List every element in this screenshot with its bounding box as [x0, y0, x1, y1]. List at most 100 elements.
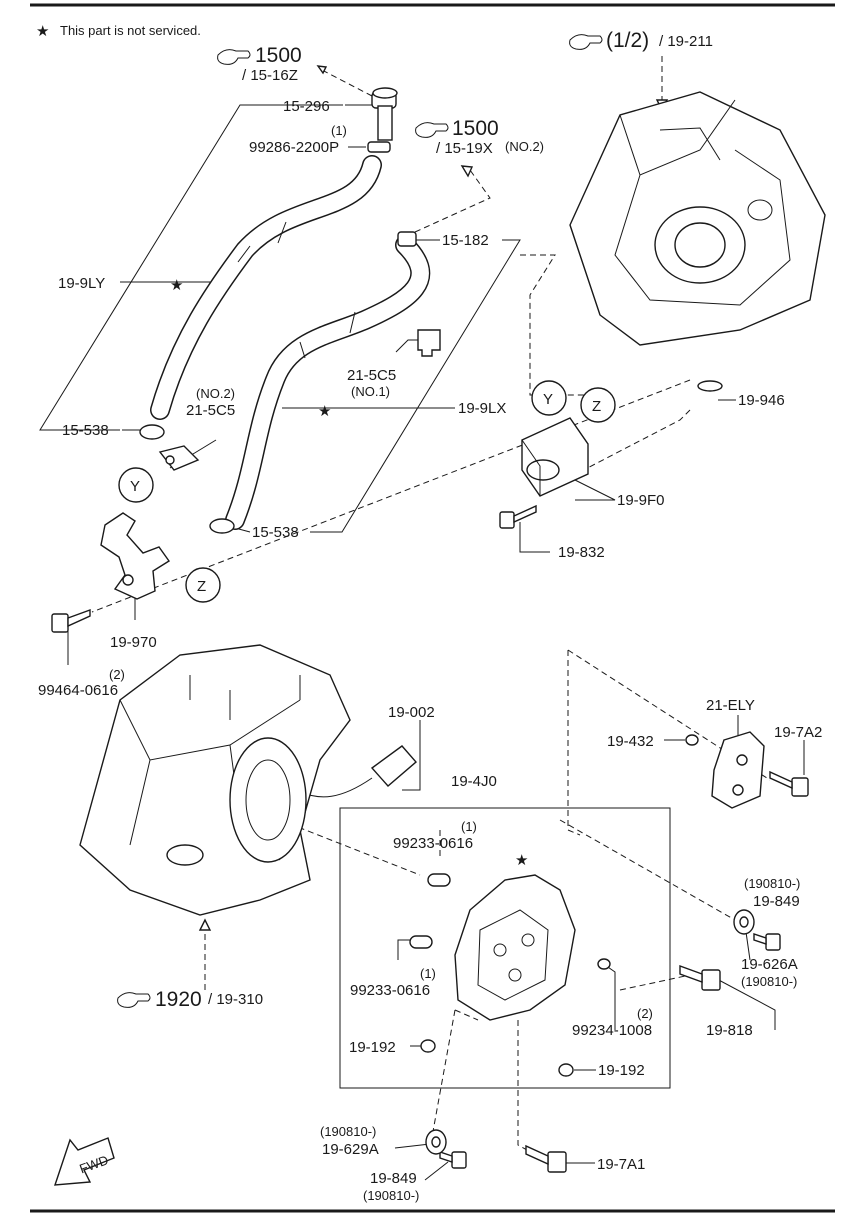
label-19-002[interactable]: 19-002	[388, 704, 435, 721]
label-19-818[interactable]: 19-818	[706, 1022, 753, 1039]
marker-y-label: Y	[130, 478, 140, 495]
label-15-296[interactable]: 15-296	[283, 98, 330, 115]
label-19-626a[interactable]: 19-626A	[741, 956, 798, 973]
side-cover-19-4j0[interactable]	[454, 874, 576, 1021]
label-190810-c: (190810-)	[320, 1124, 376, 1139]
label-99464-0616[interactable]: 99464-0616	[38, 682, 118, 699]
label-99286-2200p[interactable]: 99286-2200P	[249, 139, 339, 156]
o-ring-19-946[interactable]	[697, 380, 723, 392]
ref-sub: / 15-19X	[436, 140, 493, 157]
ref-main: 1500	[255, 44, 302, 67]
label-21-5c5-no1-note: (NO.1)	[351, 384, 390, 399]
label-19-432[interactable]: 19-432	[607, 733, 654, 750]
plug-19-192-a[interactable]	[420, 1039, 436, 1053]
label-19-9lx[interactable]: 19-9LX	[458, 400, 506, 417]
bolt-19-849-b[interactable]	[439, 1151, 467, 1169]
hose-clip-21-5c5-no2[interactable]	[158, 445, 200, 471]
bolt-19-7a2[interactable]	[769, 770, 809, 797]
ref-sub: / 15-16Z	[242, 67, 298, 84]
dowel-99233-a[interactable]	[427, 873, 451, 887]
washer-19-626a[interactable]	[733, 909, 755, 935]
label-190810-a: (190810-)	[744, 876, 800, 891]
bracket-21-ely[interactable]	[711, 731, 765, 809]
star-icon: ★	[170, 277, 183, 294]
label-19-7a1[interactable]: 19-7A1	[597, 1156, 645, 1173]
label-190810-b: (190810-)	[741, 974, 797, 989]
label-19-192-a[interactable]: 19-192	[349, 1039, 396, 1056]
label-99233-0616-a[interactable]: 99233-0616	[393, 835, 473, 852]
pointing-hand-icon	[217, 49, 251, 65]
label-99234-1008[interactable]: 99234-1008	[572, 1022, 652, 1039]
label-99233-0616-b[interactable]: 99233-0616	[350, 982, 430, 999]
label-21-5c5-no2[interactable]: 21-5C5	[186, 402, 235, 419]
label-190810-d: (190810-)	[363, 1188, 419, 1203]
legend-star-icon: ★	[36, 23, 49, 40]
bolt-19-818[interactable]	[679, 965, 721, 991]
breather-cap-15-296[interactable]	[371, 87, 398, 141]
bracket-19-970[interactable]	[100, 512, 171, 600]
label-19-946[interactable]: 19-946	[738, 392, 785, 409]
label-19-849-b[interactable]: 19-849	[370, 1170, 417, 1187]
label-19-9f0[interactable]: 19-9F0	[617, 492, 665, 509]
label-99233-b-qty: (1)	[420, 966, 436, 981]
bolt-19-832[interactable]	[499, 504, 537, 529]
label-15-538-b[interactable]: 15-538	[252, 524, 299, 541]
star-icon: ★	[318, 403, 331, 420]
ref-1500-a[interactable]: 1500 / 15-16Z	[217, 44, 302, 84]
legend-text: This part is not serviced.	[60, 23, 201, 38]
hose-clamp-15-182[interactable]	[397, 231, 417, 247]
clamp-15-538-a[interactable]	[139, 424, 165, 440]
bolt-19-849-a[interactable]	[753, 933, 781, 951]
solenoid-19-9f0[interactable]	[521, 417, 589, 497]
vent-hose-19-9lx[interactable]	[225, 235, 431, 530]
ref-1500-b[interactable]: 1500 / 15-19X (NO.2)	[415, 117, 544, 157]
hose-clip-21-5c5-no1[interactable]	[417, 329, 441, 357]
dowel-99234[interactable]	[597, 958, 611, 970]
label-19-849-a[interactable]: 19-849	[753, 893, 800, 910]
dowel-99233-b[interactable]	[409, 935, 433, 949]
plug-19-192-b[interactable]	[558, 1063, 574, 1077]
bolt-99464[interactable]	[51, 609, 91, 633]
label-21-5c5-no1[interactable]: 21-5C5	[347, 367, 396, 384]
assembly-box-19-4j0	[339, 807, 671, 1089]
label-19-4j0[interactable]: 19-4J0	[451, 773, 497, 790]
o-ring-19-432[interactable]	[685, 734, 699, 746]
ref-main: (1/2)	[606, 29, 649, 52]
label-19-192-b[interactable]: 19-192	[598, 1062, 645, 1079]
label-19-832[interactable]: 19-832	[558, 544, 605, 561]
label-19-970[interactable]: 19-970	[110, 634, 157, 651]
label-99286-qty: (1)	[331, 123, 347, 138]
clip-99286[interactable]	[367, 141, 391, 153]
label-15-538-a[interactable]: 15-538	[62, 422, 109, 439]
label-19-9ly[interactable]: 19-9LY	[58, 275, 105, 292]
label-19-7a2[interactable]: 19-7A2	[774, 724, 822, 741]
star-icon: ★	[515, 852, 528, 869]
label-21-ely[interactable]: 21-ELY	[706, 697, 755, 714]
marker-y-label: Y	[543, 391, 553, 408]
ref-1920[interactable]: 1920 / 19-310	[117, 988, 263, 1011]
marker-z-solenoid: Z	[580, 387, 616, 423]
ref-half[interactable]: (1/2) / 19-211	[569, 29, 713, 52]
washer-19-629a[interactable]	[425, 1129, 447, 1155]
label-99464-qty: (2)	[109, 667, 125, 682]
transaxle-case-19-310[interactable]	[79, 644, 351, 916]
ref-main: 1920	[155, 988, 202, 1011]
clamp-15-538-b[interactable]	[209, 518, 235, 534]
pointing-hand-icon	[415, 122, 449, 138]
ref-suffix: (NO.2)	[505, 139, 544, 154]
label-15-182[interactable]: 15-182	[442, 232, 489, 249]
ref-sub: / 19-211	[659, 33, 713, 50]
label-19-629a[interactable]: 19-629A	[322, 1141, 379, 1158]
label-99233-a-qty: (1)	[461, 819, 477, 834]
pointing-hand-icon	[117, 992, 151, 1008]
marker-y-hose: Y	[118, 467, 154, 503]
marker-y-solenoid: Y	[531, 380, 567, 416]
marker-z-label: Z	[197, 578, 206, 595]
clutch-housing-19-211[interactable]	[569, 91, 826, 346]
bolt-19-7a1[interactable]	[525, 1144, 567, 1173]
callout-labels: 15-296 (1) 99286-2200P 19-9LY 15-182 21-…	[38, 98, 822, 1203]
marker-z-hose: Z	[185, 567, 221, 603]
vent-hose-19-9ly[interactable]	[150, 155, 382, 420]
ref-sub: / 19-310	[208, 991, 263, 1008]
